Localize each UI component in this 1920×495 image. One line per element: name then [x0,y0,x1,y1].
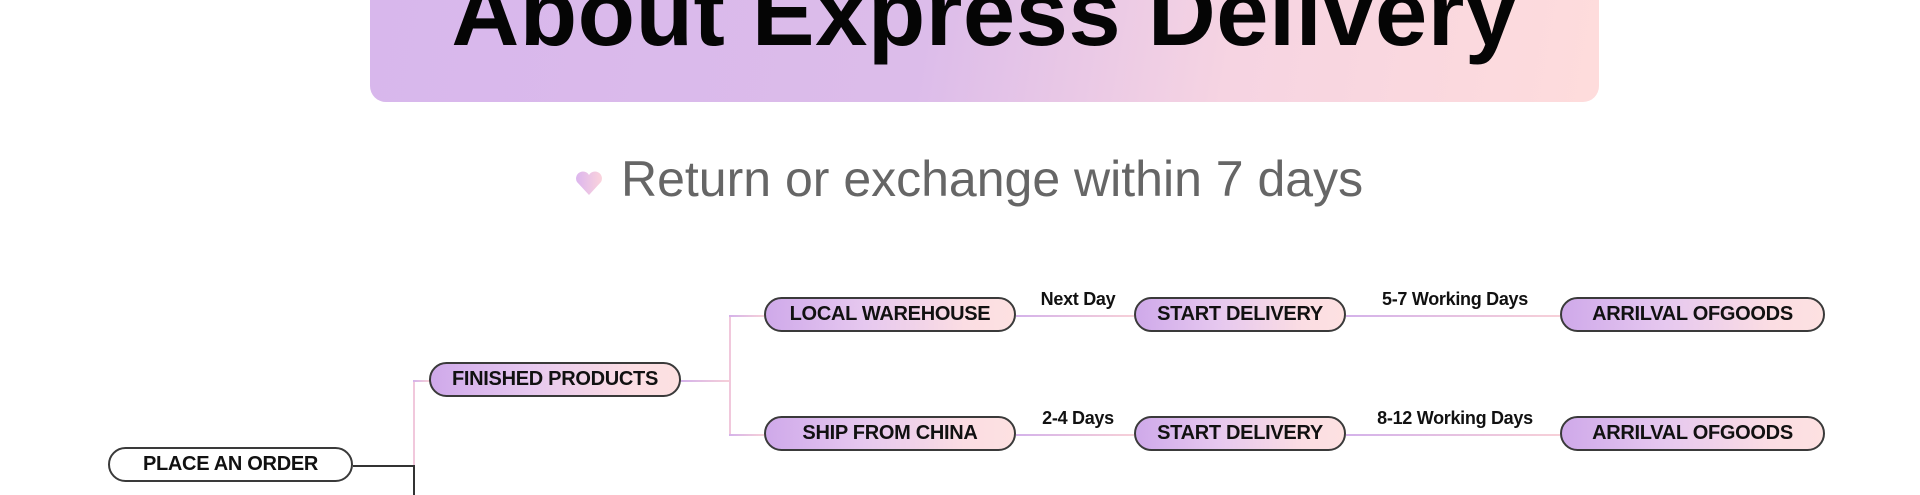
connector [413,380,429,382]
connector [729,315,764,317]
connector [1346,434,1560,436]
page-title: About Express Delivery [451,0,1518,65]
node-start-delivery: START DELIVERY [1134,297,1346,332]
connector [353,465,415,467]
node-finished-products: FINISHED PRODUCTS [429,362,681,397]
connector [413,380,415,465]
transit-time-label: 8-12 Working Days [1377,408,1533,428]
connector [1016,434,1134,436]
node-start-delivery: START DELIVERY [1134,416,1346,451]
node-arrival-of-goods: ARRILVAL OFGOODS [1560,416,1825,451]
title-banner: About Express Delivery [370,0,1599,102]
node-ship-from-china: SHIP FROM CHINA [764,416,1016,451]
connector [681,380,730,382]
connector [413,465,415,495]
lead-time-label: 2-4 Days [1042,408,1114,428]
node-local-warehouse: LOCAL WAREHOUSE [764,297,1016,332]
connector [729,434,764,436]
connector [1346,315,1560,317]
heart-icon [576,171,602,195]
connector [729,315,731,435]
node-place-order: PLACE AN ORDER [108,447,353,482]
node-arrival-of-goods: ARRILVAL OFGOODS [1560,297,1825,332]
return-policy-text: Return or exchange within 7 days [621,151,1364,207]
connector [1016,315,1134,317]
transit-time-label: 5-7 Working Days [1382,289,1528,309]
lead-time-label: Next Day [1040,289,1116,309]
